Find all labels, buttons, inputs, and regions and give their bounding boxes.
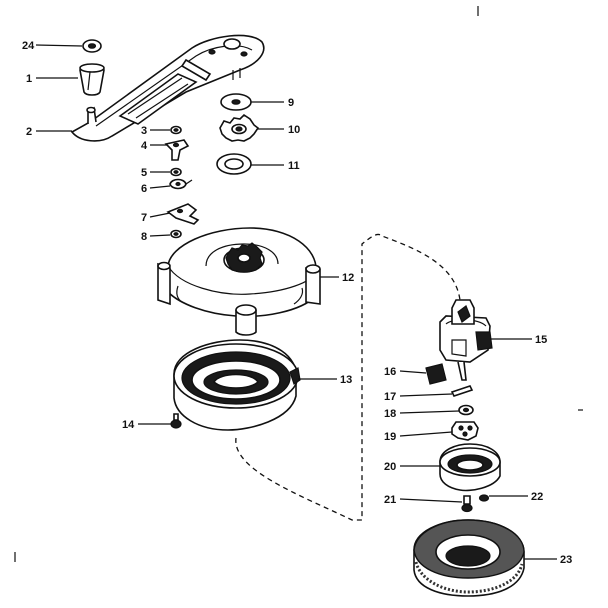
leader-17 — [399, 393, 453, 397]
leader-24 — [35, 44, 83, 47]
part-1-knob — [79, 63, 105, 96]
part-22-nut — [478, 494, 490, 502]
part-11-ring — [216, 153, 252, 175]
callout-20: 20 — [384, 461, 396, 473]
callout-6: 6 — [141, 183, 147, 195]
part-16-clip — [425, 363, 447, 385]
callout-10: 10 — [288, 124, 300, 136]
callout-23: 23 — [560, 554, 572, 566]
callout-21: 21 — [384, 494, 396, 506]
callout-3: 3 — [141, 125, 147, 137]
part-6-spring — [169, 178, 193, 190]
leader-21 — [399, 498, 463, 503]
callout-19: 19 — [384, 431, 396, 443]
part-19-hub — [451, 421, 479, 441]
callout-14: 14 — [122, 419, 135, 431]
callout-17: 17 — [384, 391, 396, 403]
callout-22: 22 — [531, 491, 543, 503]
callout-16: 16 — [384, 366, 396, 378]
callout-9: 9 — [288, 97, 294, 109]
part-24-washer — [82, 39, 102, 53]
leader-19 — [399, 431, 453, 437]
leader-16 — [399, 370, 427, 374]
part-18-washer — [458, 404, 474, 416]
callout-4: 4 — [141, 140, 148, 152]
part-21-screw — [461, 495, 473, 513]
callout-8: 8 — [141, 231, 147, 243]
callout-11: 11 — [288, 160, 300, 172]
part-14-screw — [170, 413, 182, 429]
part-2-lever-arm — [70, 34, 265, 142]
leader-7 — [149, 212, 171, 218]
part-20-pulley — [439, 443, 501, 492]
leader-6 — [149, 185, 171, 189]
callout-7: 7 — [141, 212, 147, 224]
part-5-washer — [170, 167, 182, 177]
part-7-pawl — [166, 203, 200, 225]
leader-8 — [149, 234, 171, 237]
part-12-housing — [157, 227, 321, 336]
part-8-washer — [170, 229, 182, 239]
leader-18 — [399, 410, 460, 414]
callout-18: 18 — [384, 408, 396, 420]
callout-15: 15 — [535, 334, 547, 346]
assembly-guide-line — [235, 233, 461, 521]
part-9-washer — [220, 93, 252, 111]
part-10-gear — [219, 113, 260, 142]
callout-1: 1 — [26, 73, 32, 85]
part-17-pin — [450, 385, 474, 397]
callout-2: 2 — [26, 126, 32, 138]
part-23-drum — [413, 519, 525, 597]
part-4-pawl — [164, 139, 190, 161]
callout-12: 12 — [342, 272, 354, 284]
callout-13: 13 — [340, 374, 352, 386]
part-13-spring-cup — [173, 339, 301, 431]
callout-24: 24 — [22, 40, 35, 52]
part-3-washer — [170, 125, 182, 135]
callout-5: 5 — [141, 167, 147, 179]
part-15-pulley-assembly — [439, 299, 493, 381]
